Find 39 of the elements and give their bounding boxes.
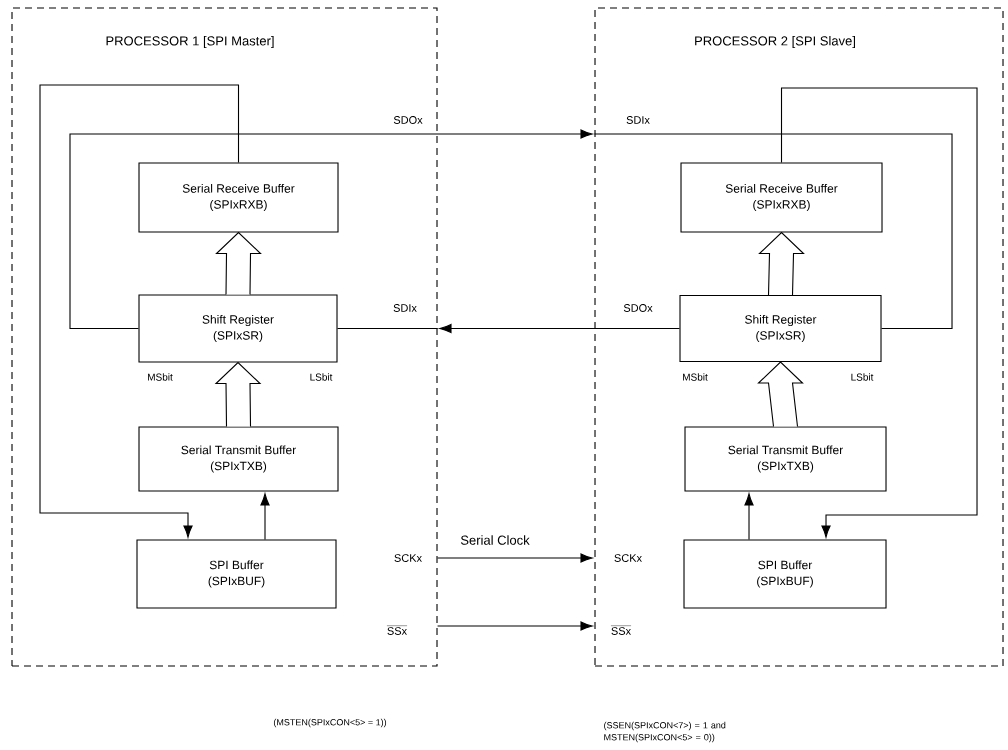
register-box: Serial Receive Buffer (SPIxRXB): [138, 162, 339, 233]
bit-label: LSbit: [851, 373, 874, 381]
pin-label: SDOx: [393, 116, 423, 124]
register-box: Serial Receive Buffer (SPIxRXB): [680, 162, 883, 233]
register-box: Serial Transmit Buffer (SPIxTXB): [684, 426, 887, 492]
edge-label: Serial Clock: [459, 534, 531, 546]
connector-arrow: [780, 87, 978, 538]
pin-label: SDIx: [626, 116, 650, 124]
processor-heading: PROCESSOR 2 [SPI Slave]: [695, 35, 855, 49]
bit-label: LSbit: [310, 373, 333, 381]
signal-line: [69, 129, 593, 330]
mode-note: (SSEN(SPIxCON<7>) = 1 and MSTEN(SPIxCON<5> = 0)): [604, 721, 726, 743]
register-box: SPI Buffer (SPIxBUF): [683, 539, 887, 609]
signal-line: [337, 327, 439, 330]
signal-line: [437, 553, 593, 563]
signal-line: [437, 621, 593, 631]
pin-label: SSx: [610, 625, 632, 635]
bit-label: MSbit: [148, 373, 173, 381]
bit-label: MSbit: [683, 373, 708, 381]
data-transfer-arrow: [215, 231, 262, 295]
register-box: Serial Transmit Buffer (SPIxTXB): [138, 426, 339, 492]
connector-arrow: [744, 493, 754, 540]
mode-note: (MSTEN(SPIxCON<5> = 1)): [273, 718, 387, 728]
connector-arrow: [260, 493, 270, 540]
signal-line: [439, 323, 680, 334]
pin-label: SDOx: [623, 304, 653, 312]
signal-line: [593, 133, 953, 330]
pin-label: SCKx: [394, 554, 422, 562]
data-transfer-arrow: [758, 231, 805, 296]
register-box: SPI Buffer (SPIxBUF): [136, 539, 337, 609]
pin-label: SCKx: [614, 554, 642, 562]
pin-label: SSx: [386, 625, 408, 635]
register-box: Shift Register (SPIxSR): [679, 294, 882, 363]
processor-heading: PROCESSOR 1 [SPI Master]: [106, 35, 274, 49]
pin-label: SDIx: [393, 304, 417, 312]
data-transfer-arrow: [214, 361, 262, 427]
data-transfer-arrow: [757, 361, 804, 427]
connector-arrow: [39, 84, 240, 538]
register-box: Shift Register (SPIxSR): [138, 294, 338, 363]
